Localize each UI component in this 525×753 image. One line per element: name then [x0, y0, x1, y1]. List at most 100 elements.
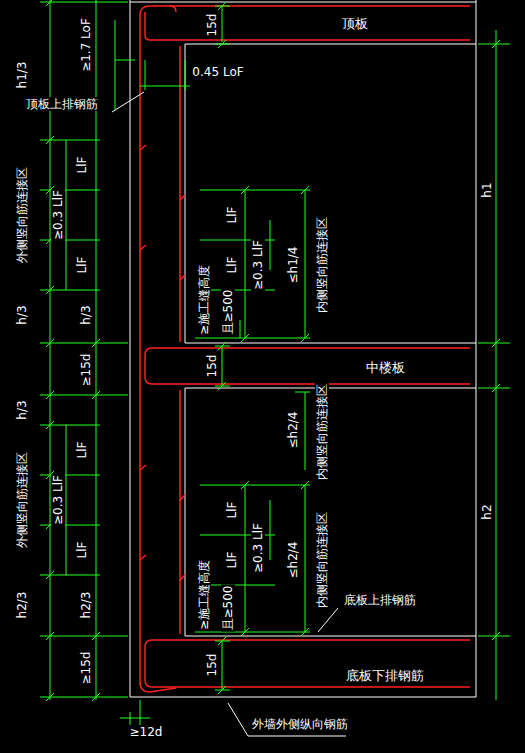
dimension-lines: [305, 392, 306, 470]
concrete-outline: [130, 697, 476, 698]
dimension-lines: [40, 2, 128, 3]
dimension-lines: [46, 0, 500, 701]
dimension-label: LlF: [75, 441, 89, 460]
dimension-label: LlF: [225, 206, 239, 225]
dimension-lines: [40, 395, 128, 396]
reinforcement-bars: [179, 46, 181, 342]
dimension-label: h1/3: [15, 61, 29, 90]
annotation-note: 内侧竖向筋连接区: [315, 216, 329, 314]
dimension-lines: [245, 190, 246, 338]
dimension-label: ≤h2/4: [286, 541, 300, 580]
reinforcement-bars: [179, 390, 181, 634]
concrete-outline: [185, 388, 476, 389]
dimension-lines: [40, 343, 128, 344]
dimension-lines: [305, 190, 306, 338]
annotation-note: 外侧竖向筋连接区: [15, 166, 29, 264]
slab-name: 中楼板: [364, 360, 407, 375]
dimension-label: h2: [480, 503, 494, 520]
dimension-lines: [115, 20, 116, 110]
dimension-label: LlF: [225, 256, 239, 275]
reinforcement-bars: [145, 12, 470, 40]
concrete-outline: [185, 343, 476, 344]
dimension-label: h/3: [15, 304, 29, 325]
annotation-note: 顶板上排钢筋: [25, 97, 99, 111]
concrete-outline: [130, 0, 131, 697]
annotation-note: 且≥500: [221, 289, 235, 336]
slab-band: 顶板: [300, 10, 410, 36]
annotation-note: 外墙外侧纵向钢筋: [251, 717, 349, 731]
annotation-note: 且≥500: [221, 585, 235, 632]
dimension-label: 15d: [205, 13, 219, 38]
dimension-lines: [478, 388, 510, 389]
annotation-note: 内侧竖向筋连接区: [315, 383, 329, 481]
dimension-lines: [478, 44, 510, 45]
dimension-label: LlF: [225, 551, 239, 570]
dimension-lines: [222, 6, 223, 42]
dimension-label: LlF: [75, 156, 89, 175]
dimension-label: ≥0.3 LlF: [251, 522, 265, 574]
dimension-label: h/3: [15, 399, 29, 420]
dimension-lines: [200, 190, 310, 191]
dimension-lines: [140, 700, 141, 725]
dimension-lines: [478, 343, 510, 344]
reinforcement-bars: [140, 145, 185, 580]
dimension-lines: [222, 346, 223, 386]
dimension-label: 15d: [205, 354, 219, 379]
dimension-label: LlF: [225, 501, 239, 520]
dimension-lines: [200, 585, 275, 586]
dimension-lines: [270, 220, 271, 270]
annotation-note: ≥施工缝高度: [197, 559, 211, 631]
dimension-label: ≥15d: [79, 353, 93, 388]
dimension-label: ≥12d: [129, 725, 164, 739]
dimension-lines: [195, 338, 310, 339]
annotation-note: 内侧竖向筋连接区: [315, 511, 329, 609]
concrete-outline: [185, 44, 476, 45]
annotation-note: ≥施工缝高度: [197, 264, 211, 336]
dimension-lines: [222, 641, 223, 690]
concrete-outline: [185, 44, 186, 343]
annotation-note: 底板上排钢筋: [343, 593, 417, 607]
dimension-lines: [40, 636, 128, 637]
slab-name: 顶板: [340, 16, 370, 31]
dimension-lines: [66, 425, 67, 575]
dimension-lines: [120, 718, 150, 719]
slab-band: 底板下排钢筋: [310, 662, 460, 688]
annotation-note: 外侧竖向筋连接区: [15, 451, 29, 549]
reinforcement-bars: [145, 348, 470, 384]
concrete-outline: [185, 636, 476, 637]
dimension-label: LlF: [75, 541, 89, 560]
dimension-label: h1: [480, 181, 494, 198]
leader-lines: [112, 92, 346, 736]
dimension-lines: [478, 636, 510, 637]
dimension-label: h/3: [79, 304, 93, 325]
dimension-label: h2/3: [79, 591, 93, 620]
dimension-label: ≥0.3 LlF: [51, 474, 65, 526]
dimension-label: 15d: [205, 653, 219, 678]
dimension-label: ≤h2/4: [286, 411, 300, 450]
dimension-lines: [66, 140, 67, 290]
dimension-lines: [270, 500, 271, 560]
reinforcement-bars: [140, 6, 470, 692]
dimension-lines: [200, 485, 310, 486]
dimension-lines: [295, 392, 310, 393]
leader-lines: [318, 608, 338, 632]
dimension-label: h2/3: [15, 591, 29, 620]
dimension-label: ≥1.7 LoF: [79, 17, 93, 73]
reinforcement-bars: [170, 6, 176, 12]
slab-band: 中楼板: [330, 354, 440, 380]
dimension-label: 0.45 LoF: [191, 65, 244, 79]
dimension-lines: [496, 30, 497, 700]
dimension-label: ≥15d: [79, 651, 93, 686]
dimension-label: ≥0.3 LlF: [251, 239, 265, 291]
dimension-lines: [115, 60, 135, 61]
reinforcement-bars: [140, 6, 470, 692]
dimension-lines: [305, 485, 306, 632]
slab-name: 底板下排钢筋: [344, 668, 426, 683]
dimension-label: ≤h1/4: [286, 246, 300, 285]
concrete-outline: [476, 0, 477, 697]
dimension-label: ≥0.3 LlF: [51, 189, 65, 241]
dimension-label: LlF: [75, 256, 89, 275]
concrete-outline: [130, 2, 476, 3]
dimension-lines: [195, 632, 310, 633]
